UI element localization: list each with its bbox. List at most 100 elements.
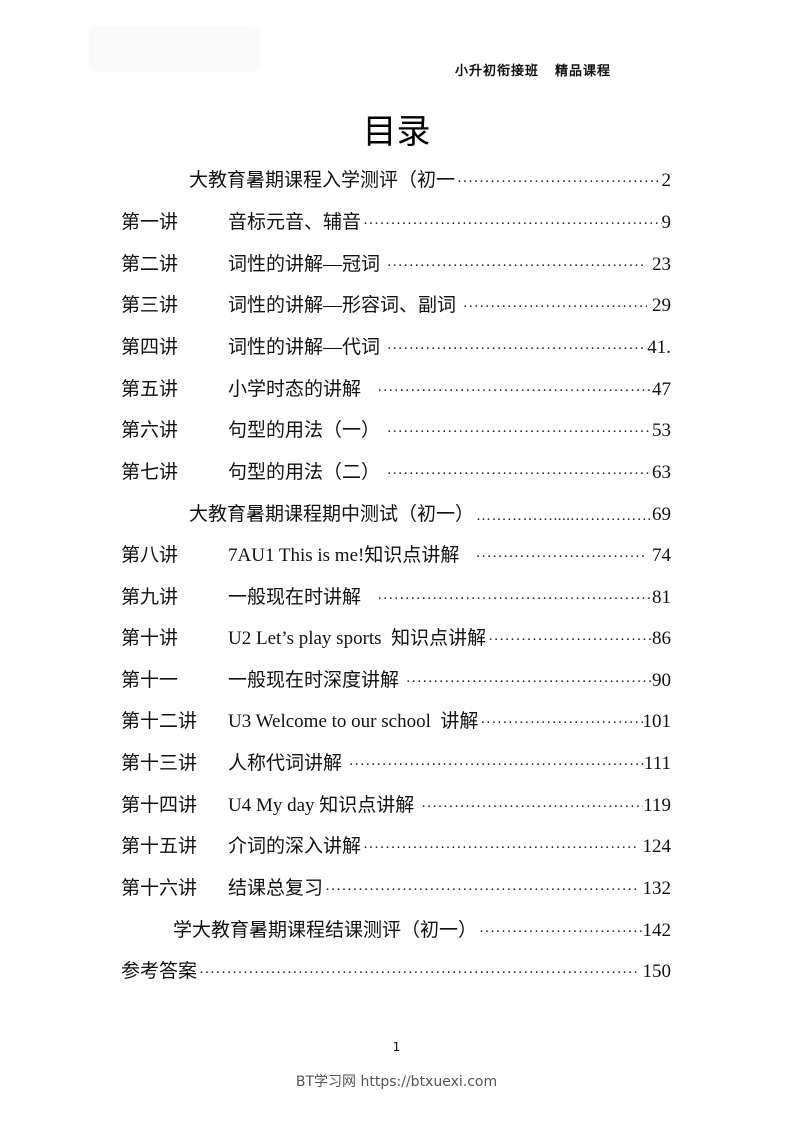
toc-entry-title: U4 My day 知识点讲解 [228, 795, 420, 816]
toc-page-number: 29 [647, 295, 671, 316]
toc-entry-title: 7AU1 This is me!知识点讲解 [228, 545, 474, 566]
toc-leader-dots: ········································… [377, 591, 652, 607]
running-header: 小升初衔接班精品课程 [455, 60, 611, 79]
toc-page-number: 119 [643, 795, 671, 816]
toc-page-number: 74 [647, 545, 671, 566]
toc-leader-dots: ········································… [386, 424, 652, 440]
toc-entry-title: 句型的用法（一） [228, 420, 385, 441]
toc-lecture-number: 第四讲 [121, 337, 179, 358]
toc-lecture-number: 第六讲 [121, 420, 179, 441]
toc-leader-dots: ········································… [386, 258, 647, 274]
toc-entry[interactable]: 第六讲 句型的用法（一） ····························… [121, 416, 671, 446]
toc-leader-dots: …………….....…………….....……………..... [476, 508, 652, 524]
toc-leader-dots: ········································… [479, 924, 643, 940]
toc-lecture-number: 第十六讲 [121, 878, 198, 899]
toc-entry[interactable]: 第七讲 句型的用法（二） ····························… [121, 458, 671, 488]
toc-lecture-number: 第十五讲 [121, 836, 198, 857]
toc-entry-title: U3 Welcome to our school 讲解 [228, 711, 479, 732]
toc-lecture-number: 第三讲 [121, 295, 179, 316]
toc-entry[interactable]: 大教育暑期课程入学测评（初一··························… [189, 166, 671, 196]
toc-entry[interactable]: 学大教育暑期课程结课测评（初一）························… [173, 916, 671, 946]
toc-entry-title: 介词的深入讲解 [228, 836, 362, 857]
toc-leader-dots: ········································… [386, 341, 647, 357]
toc-entry-title: 词性的讲解—冠词 [228, 254, 385, 275]
toc-page-number: 47 [652, 379, 671, 400]
toc-page-number: 90 [652, 670, 671, 691]
toc-lecture-number: 第二讲 [121, 254, 179, 275]
toc-page-number: 41. [647, 337, 671, 358]
toc-entry[interactable]: 第五讲 小学时态的讲解 ·····························… [121, 375, 671, 405]
toc-leader-dots: ········································… [421, 799, 643, 815]
toc-lecture-number: 第九讲 [121, 587, 179, 608]
toc-page-number: 9 [661, 212, 672, 233]
toc-page-number: 69 [652, 504, 671, 525]
toc-entry[interactable]: 第十三讲 人称代词讲解 ·····························… [121, 749, 671, 779]
toc-entry[interactable]: 第十四讲 U4 My day 知识点讲解 ····················… [121, 791, 671, 821]
toc-entry[interactable]: 第十讲 U2 Let’s play sports 知识点讲解···········… [121, 624, 671, 654]
toc-leader-dots: ········································… [488, 632, 652, 648]
watermark-site: BT学习网 https://btxuexi.com [295, 1074, 498, 1090]
toc-page-number: 2 [661, 170, 672, 191]
toc-entry[interactable]: 参考答案····································… [121, 957, 671, 987]
toc-page-number: 63 [652, 462, 671, 483]
toc-leader-dots: ········································… [377, 383, 652, 399]
toc-entry-title: 音标元音、辅音 [228, 212, 362, 233]
toc-leader-dots: ········································… [405, 674, 652, 690]
toc-entry-title: 学大教育暑期课程结课测评（初一） [173, 920, 478, 941]
toc-entry[interactable]: 第十五讲 介词的深入讲解·····························… [121, 832, 671, 862]
toc-lecture-number: 第十二讲 [121, 711, 198, 732]
toc-entry[interactable]: 第九讲一般现在时讲解 ·····························… [121, 583, 671, 613]
toc-entry[interactable]: 第三讲 词性的讲解—形容词、副词 ························… [121, 291, 671, 321]
faded-logo-area [92, 30, 257, 68]
toc-lecture-number: 第十一 [121, 670, 179, 691]
toc-entry-title: 小学时态的讲解 [228, 379, 376, 400]
toc-entry-title: 词性的讲解—形容词、副词 [228, 295, 461, 316]
toc-entry[interactable]: 第一讲音标元音、辅音······························… [121, 208, 671, 238]
toc-page-number: 53 [652, 420, 671, 441]
header-left: 小升初衔接班 [455, 64, 540, 79]
toc-page-number: 101 [642, 711, 672, 732]
toc-entry-title: 结课总复习 [228, 878, 324, 899]
toc-entry-title: 一般现在时深度讲解 [228, 670, 404, 691]
toc-lecture-number: 第八讲 [121, 545, 179, 566]
toc-entry-title: 参考答案 [121, 961, 198, 982]
toc-page-number: 150 [637, 961, 672, 982]
toc-entry[interactable]: 第十一 一般现在时深度讲解 ···························… [121, 666, 671, 696]
toc-entry-title: 词性的讲解—代词 [228, 337, 385, 358]
toc-lecture-number: 第五讲 [121, 379, 179, 400]
toc-entry-title: 大教育暑期课程入学测评（初一 [189, 170, 456, 191]
toc-leader-dots: ········································… [325, 882, 638, 898]
toc-page-number: 23 [647, 254, 671, 275]
toc-lecture-number: 第七讲 [121, 462, 179, 483]
toc-leader-dots: ········································… [480, 715, 643, 731]
toc-leader-dots: ········································… [462, 299, 647, 315]
toc-leader-dots: ········································… [475, 549, 648, 565]
toc-entry[interactable]: 大教育暑期课程期中测试（初一）…………….....…………….....……………… [189, 500, 671, 530]
toc-entry-title: 人称代词讲解 [228, 753, 347, 774]
toc-leader-dots: ········································… [348, 757, 644, 773]
toc-lecture-number: 第十四讲 [121, 795, 198, 816]
toc-entry[interactable]: 第二讲 词性的讲解—冠词 ····························… [121, 250, 671, 280]
toc-leader-dots: ········································… [199, 965, 638, 981]
toc-leader-dots: ········································… [457, 174, 661, 190]
toc-lecture-number: 第一讲 [121, 212, 179, 233]
toc-page-number: 86 [652, 628, 671, 649]
page-title: 目录 [362, 112, 431, 152]
toc-entry-title: 句型的用法（二） [228, 462, 385, 483]
toc-page-number: 111 [643, 753, 671, 774]
toc-page-number: 124 [637, 836, 672, 857]
toc-page-number: 81 [652, 587, 671, 608]
toc-entry[interactable]: 第四讲 词性的讲解—代词 ····························… [121, 333, 671, 363]
toc-leader-dots: ········································… [386, 466, 652, 482]
toc-entry-title: 大教育暑期课程期中测试（初一） [189, 504, 475, 525]
toc-lecture-number: 第十讲 [121, 628, 179, 649]
toc-entry-title: U2 Let’s play sports 知识点讲解 [228, 628, 487, 649]
page-number: 1 [392, 1040, 401, 1054]
toc-page-number: 142 [642, 920, 672, 941]
toc-entry[interactable]: 第十二讲 U3 Welcome to our school 讲解·········… [121, 707, 671, 737]
toc-entry[interactable]: 第八讲 7AU1 This is me!知识点讲解 ···············… [121, 541, 671, 571]
toc-page-number: 132 [637, 878, 672, 899]
toc-entry[interactable]: 第十六讲 结课总复习·······························… [121, 874, 671, 904]
toc-leader-dots: ········································… [363, 840, 638, 856]
toc-lecture-number: 第十三讲 [121, 753, 198, 774]
